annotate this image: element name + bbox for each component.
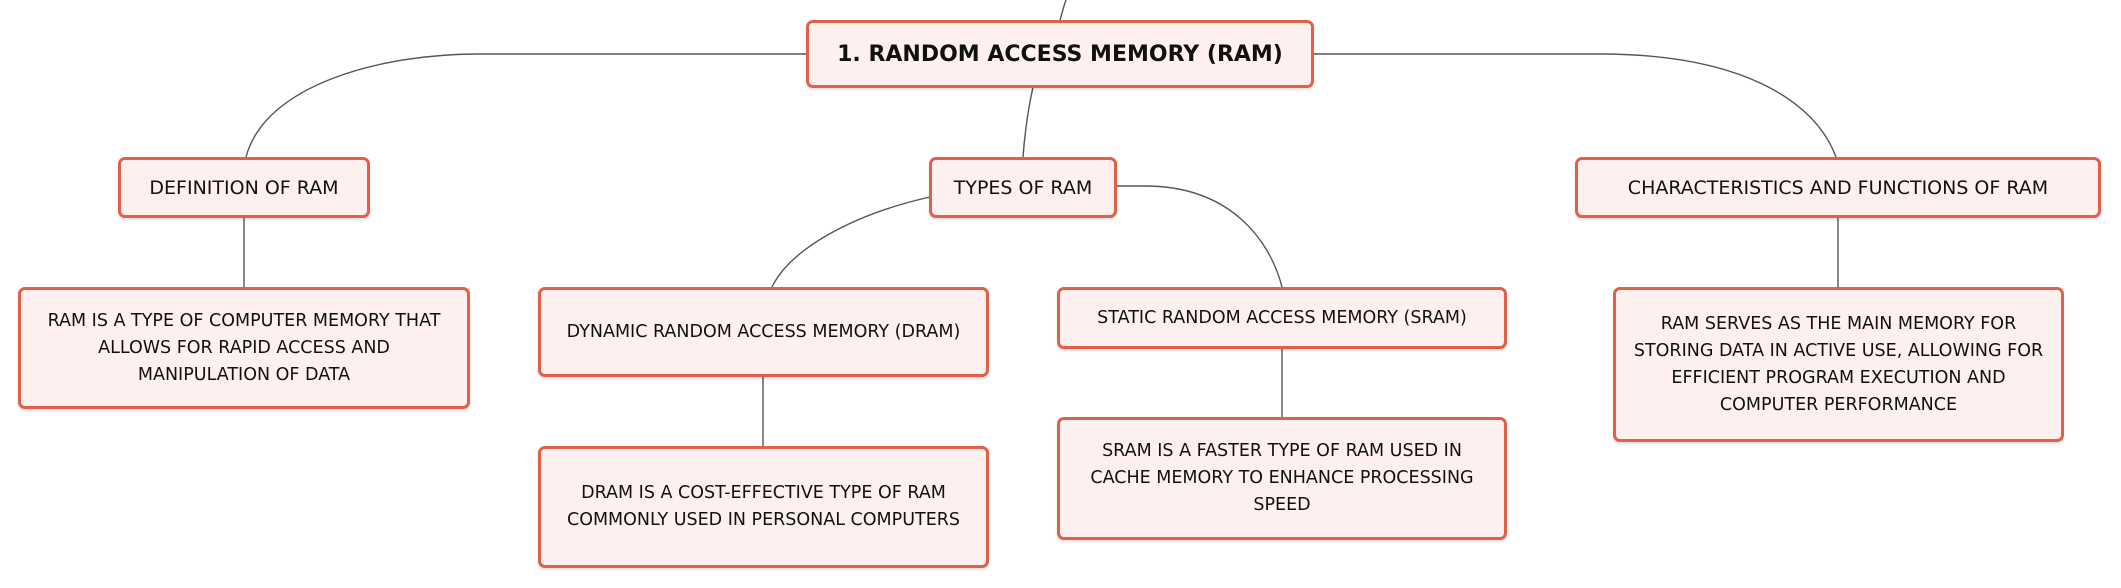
types-label: TYPES OF RAM <box>953 176 1093 199</box>
connector-root-to-characteristics <box>1313 53 1837 158</box>
sram-detail-text: SRAM IS A FASTER TYPE OF RAM USED IN CAC… <box>1090 441 1474 515</box>
connector-root-to-types <box>1022 86 1034 158</box>
characteristics-detail-node[interactable]: RAM SERVES AS THE MAIN MEMORY FOR STORIN… <box>1613 287 2064 442</box>
dram-label: DYNAMIC RANDOM ACCESS MEMORY (DRAM) <box>566 321 961 342</box>
dram-node[interactable]: DYNAMIC RANDOM ACCESS MEMORY (DRAM) <box>538 287 989 377</box>
characteristics-label: CHARACTERISTICS AND FUNCTIONS OF RAM <box>1627 176 2049 199</box>
connector-types-to-dram <box>771 196 931 288</box>
characteristics-detail-text: RAM SERVES AS THE MAIN MEMORY FOR STORIN… <box>1633 313 2044 415</box>
connector-parent-to-root <box>1059 0 1067 21</box>
characteristics-node[interactable]: CHARACTERISTICS AND FUNCTIONS OF RAM <box>1575 157 2101 218</box>
dram-detail-text: DRAM IS A COST-EFFECTIVE TYPE OF RAM COM… <box>566 483 961 530</box>
definition-detail-node[interactable]: RAM IS A TYPE OF COMPUTER MEMORY THAT AL… <box>18 287 470 409</box>
sram-detail-node[interactable]: SRAM IS A FASTER TYPE OF RAM USED IN CAC… <box>1057 417 1507 540</box>
root-topic-label: 1. RANDOM ACCESS MEMORY (RAM) <box>837 41 1283 67</box>
dram-detail-node[interactable]: DRAM IS A COST-EFFECTIVE TYPE OF RAM COM… <box>538 446 989 568</box>
sram-label: STATIC RANDOM ACCESS MEMORY (SRAM) <box>1097 307 1467 328</box>
types-node[interactable]: TYPES OF RAM <box>929 157 1117 218</box>
sram-node[interactable]: STATIC RANDOM ACCESS MEMORY (SRAM) <box>1057 287 1507 349</box>
definition-label: DEFINITION OF RAM <box>149 176 339 199</box>
definition-node[interactable]: DEFINITION OF RAM <box>118 157 370 218</box>
connector-root-to-definition <box>245 53 806 158</box>
definition-detail-text: RAM IS A TYPE OF COMPUTER MEMORY THAT AL… <box>47 310 441 385</box>
connector-types-to-sram <box>1116 185 1283 288</box>
root-topic-node[interactable]: 1. RANDOM ACCESS MEMORY (RAM) <box>806 20 1314 88</box>
